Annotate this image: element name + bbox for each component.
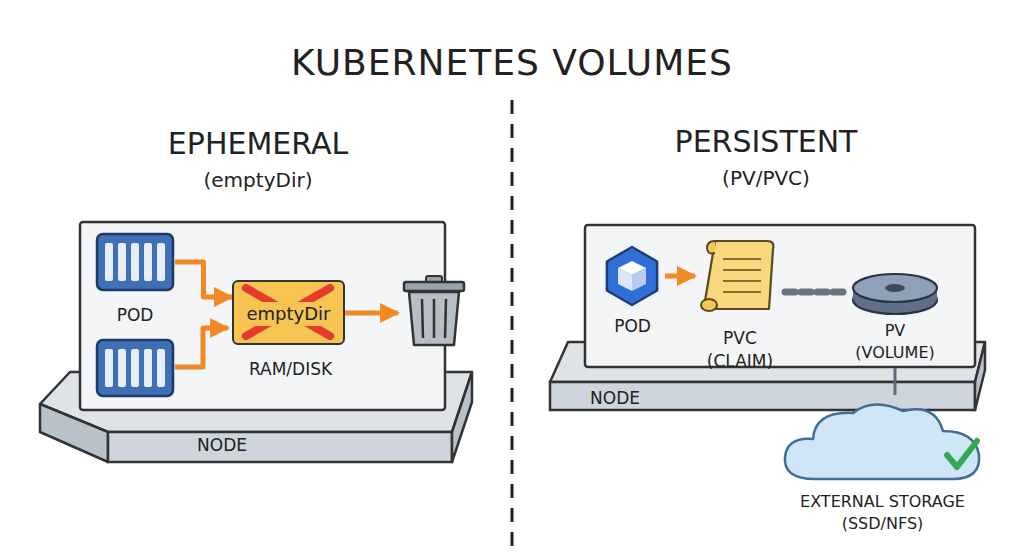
cube-face	[618, 268, 632, 291]
node-panel	[80, 222, 445, 410]
pod-bar	[131, 349, 139, 387]
pod-node: POD	[600, 245, 665, 340]
pod-bar	[144, 243, 152, 281]
divider-line	[511, 100, 514, 548]
trash-rib	[433, 299, 436, 338]
section-heading: EPHEMERAL	[58, 126, 458, 161]
flow-arrow	[175, 262, 232, 297]
pod-body	[97, 234, 173, 290]
delete-arrow	[345, 311, 398, 316]
pod-icon	[601, 245, 663, 307]
pod-bar	[118, 349, 126, 387]
trash-lid	[404, 282, 464, 291]
storage-medium: RAM/DISK	[209, 358, 372, 381]
disk-hole	[885, 284, 905, 292]
node-slab-side	[40, 404, 108, 462]
check-mark	[947, 441, 977, 467]
storage-cloud	[775, 395, 990, 485]
scroll-line	[723, 269, 761, 271]
emptydir-box: emptyDirRAM/DISK	[232, 280, 345, 345]
volume-name: emptyDir	[242, 302, 334, 326]
trash-can	[404, 276, 464, 345]
node-slab-side	[452, 372, 472, 462]
pod-hexagon	[607, 247, 657, 305]
cloud-shape	[785, 404, 979, 479]
mount-arrow	[175, 328, 228, 367]
pod-icon	[95, 232, 175, 292]
node-slab-front	[550, 382, 975, 410]
node-label: NODE	[570, 387, 660, 410]
trash-rib	[422, 299, 423, 338]
chain-link	[785, 289, 845, 296]
node-platform: POD PVC (CLAIM) PV (VOLUME) NODE	[548, 225, 988, 413]
node-panel	[585, 225, 975, 367]
trash-body	[409, 292, 459, 345]
scroll-line	[723, 291, 761, 293]
pod-bar	[105, 243, 113, 281]
node-label: NODE	[167, 434, 277, 457]
pod-bar	[144, 349, 152, 387]
node-slab-side	[975, 342, 985, 410]
section-subheading: (emptyDir)	[58, 168, 458, 192]
trash-rib	[445, 299, 446, 338]
pod-bar	[105, 349, 113, 387]
scroll-curl	[701, 299, 717, 311]
storage-label: EXTERNAL STORAGE (SSD/NFS)	[775, 491, 990, 534]
pod-body	[97, 340, 173, 396]
external-storage: EXTERNAL STORAGE (SSD/NFS)	[775, 395, 990, 545]
pod-bar	[131, 243, 139, 281]
section-heading: PERSISTENT	[566, 124, 966, 159]
pvc-node: PVC (CLAIM)	[695, 235, 785, 380]
disk-top	[853, 274, 937, 302]
pod-bar	[157, 349, 165, 387]
pvc-label: PVC (CLAIM)	[695, 327, 785, 373]
claim-scroll	[695, 235, 785, 320]
scroll-line	[723, 280, 761, 282]
pod-label: POD	[95, 304, 175, 327]
storage-link	[894, 368, 897, 395]
scroll-curl	[707, 241, 715, 253]
scroll-line	[723, 258, 761, 260]
volume-disk	[845, 268, 945, 318]
pv-node: PV (VOLUME)	[845, 268, 945, 368]
scroll-body	[704, 241, 774, 309]
flow-arrow	[665, 274, 695, 279]
pod-bar	[118, 243, 126, 281]
pod-label: POD	[595, 315, 670, 338]
pod-bar	[157, 243, 165, 281]
pod-icon	[97, 340, 173, 396]
node-slab-front	[108, 432, 452, 462]
pv-label: PV (VOLUME)	[845, 320, 945, 363]
diagram-title: KUBERNETES VOLUMES	[212, 42, 812, 83]
pod-node: POD	[95, 232, 175, 327]
section-subheading: (PV/PVC)	[566, 166, 966, 190]
node-platform: PODemptyDirRAM/DISKNODE	[40, 222, 480, 467]
cube-face	[632, 268, 646, 291]
